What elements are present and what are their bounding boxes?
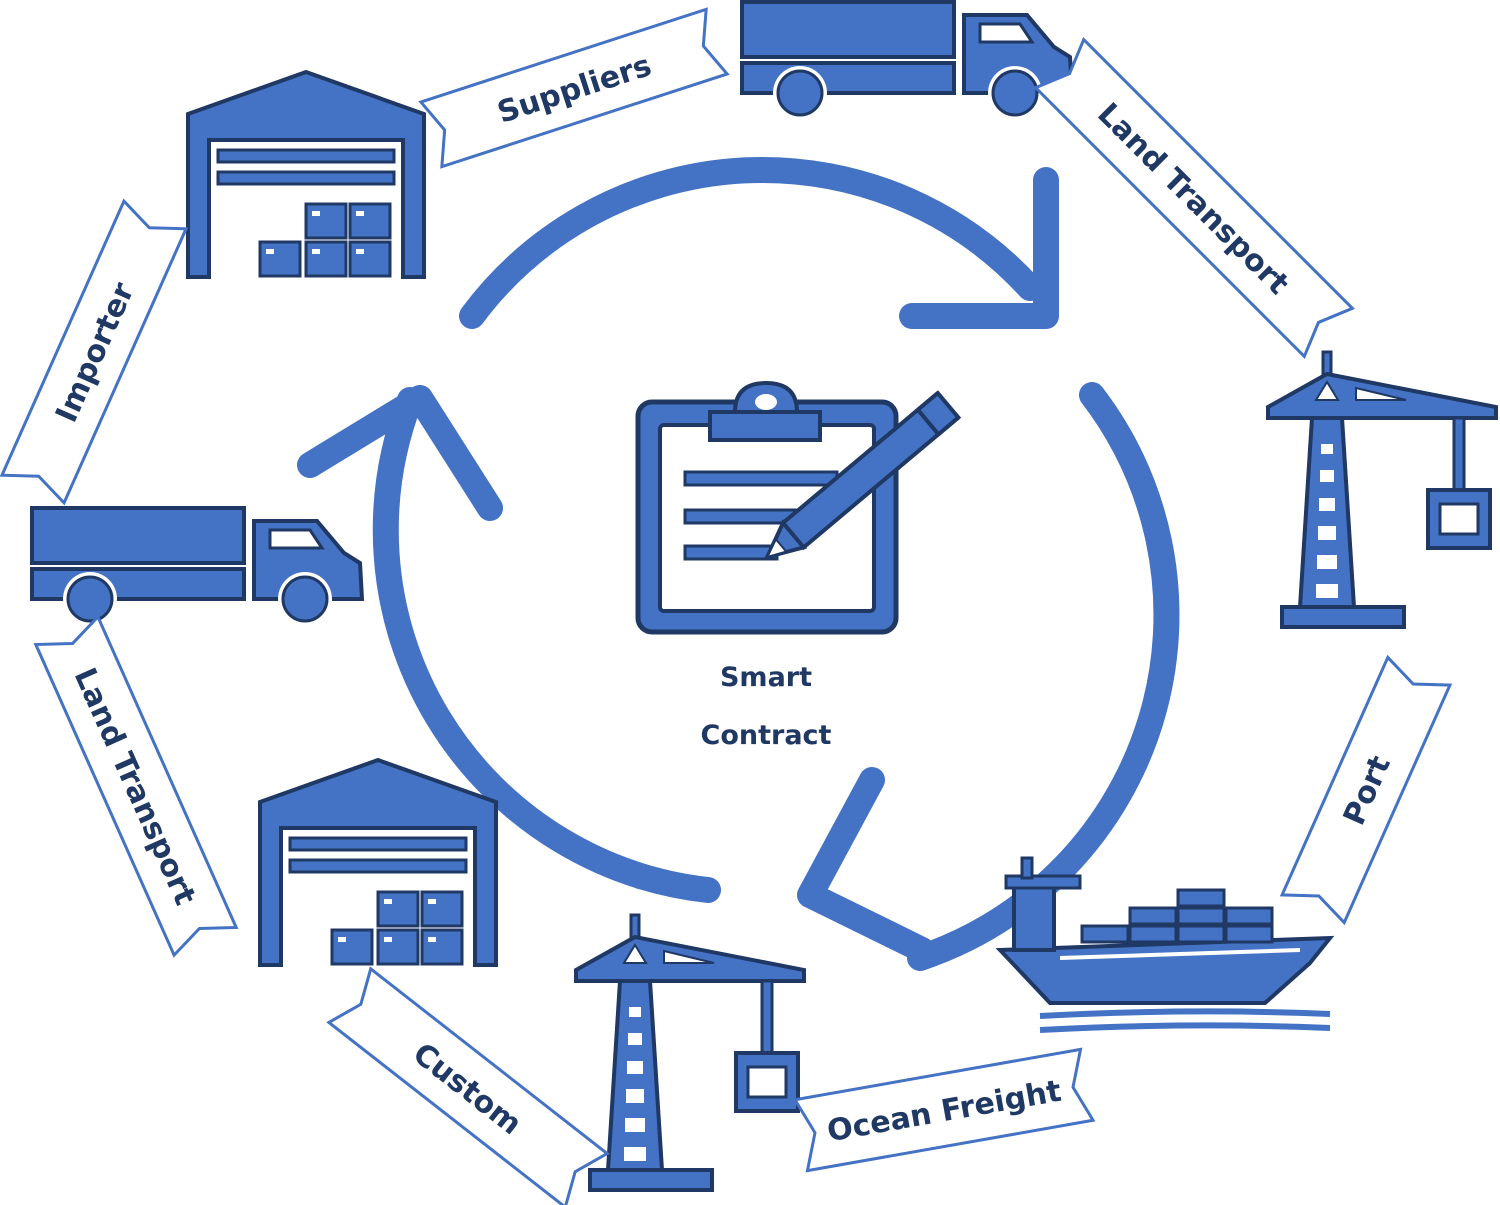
warehouse-icon bbox=[186, 70, 426, 279]
banner-land-transport-left: Land Transport bbox=[33, 614, 239, 958]
cycle-arrow-right bbox=[907, 382, 1180, 971]
cargo-ship-icon bbox=[1000, 858, 1330, 1030]
cycle-arrowhead-top bbox=[899, 167, 1059, 329]
center-label-line1: Smart bbox=[720, 662, 812, 693]
cycle-arrowhead-left bbox=[297, 385, 503, 521]
cycle-arrow-left bbox=[372, 387, 721, 903]
cycle-arrows bbox=[297, 156, 1180, 971]
cycle-arrow-top bbox=[459, 156, 1043, 329]
truck-icon bbox=[740, 0, 1074, 122]
banner-suppliers: Suppliers bbox=[418, 7, 730, 169]
cycle-arrowhead-right bbox=[797, 767, 935, 963]
banner-port: Port bbox=[1279, 654, 1453, 926]
banner-custom: Custom bbox=[326, 966, 610, 1205]
banner-label-land-transport-top: Land Transport bbox=[1090, 96, 1295, 301]
port-crane-icon bbox=[1266, 350, 1498, 629]
center-label-line2: Contract bbox=[701, 720, 832, 751]
banner-land-transport-top: Land Transport bbox=[1032, 36, 1356, 360]
clipboard-pencil-icon bbox=[635, 380, 962, 635]
warehouse-icon bbox=[258, 758, 498, 967]
truck-icon bbox=[30, 506, 364, 628]
banner-ocean-freight: Ocean Freight bbox=[792, 1047, 1096, 1173]
port-crane-icon bbox=[574, 913, 806, 1192]
banner-importer: Importer bbox=[0, 198, 189, 506]
